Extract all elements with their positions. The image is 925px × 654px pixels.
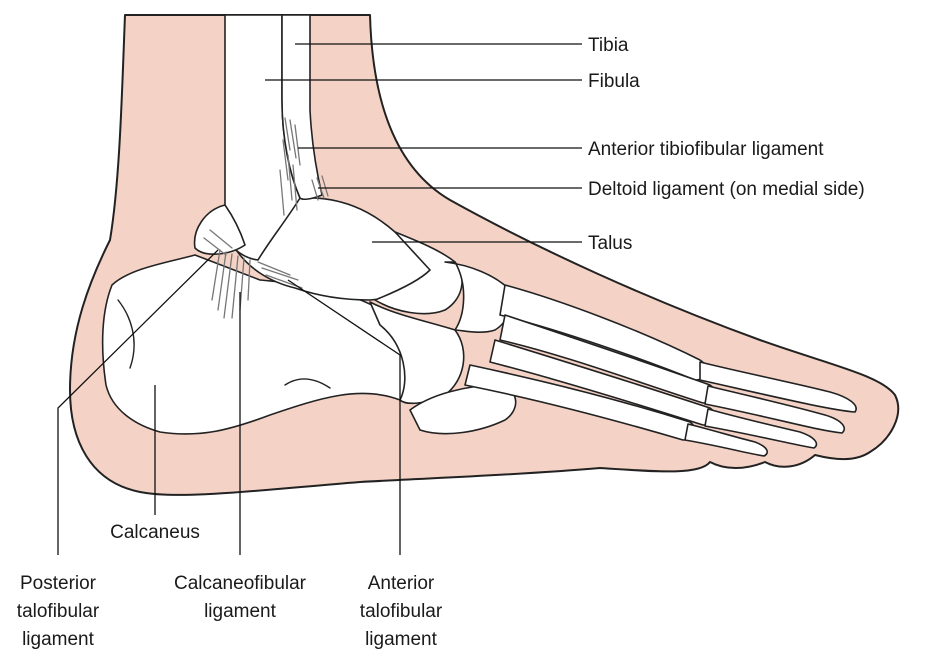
label-calcaneus: Calcaneus [110, 522, 200, 543]
label-deltoid-ligament: Deltoid ligament (on medial side) [588, 179, 865, 200]
label-tibia: Tibia [588, 35, 629, 56]
label-posterior-talofibular-line1: Posterior [20, 573, 97, 594]
label-posterior-talofibular-line2: talofibular [17, 601, 100, 622]
label-calcaneofibular-line1: Calcaneofibular [174, 573, 307, 594]
label-anterior-talofibular-line3: ligament [365, 629, 438, 650]
label-talus: Talus [588, 233, 632, 254]
label-calcaneofibular-line2: ligament [204, 601, 277, 622]
label-anterior-talofibular-line1: Anterior [368, 573, 435, 594]
label-posterior-talofibular-line3: ligament [22, 629, 95, 650]
label-anterior-tibiofibular-ligament: Anterior tibiofibular ligament [588, 139, 824, 160]
label-anterior-talofibular-line2: talofibular [360, 601, 443, 622]
label-fibula: Fibula [588, 71, 640, 92]
